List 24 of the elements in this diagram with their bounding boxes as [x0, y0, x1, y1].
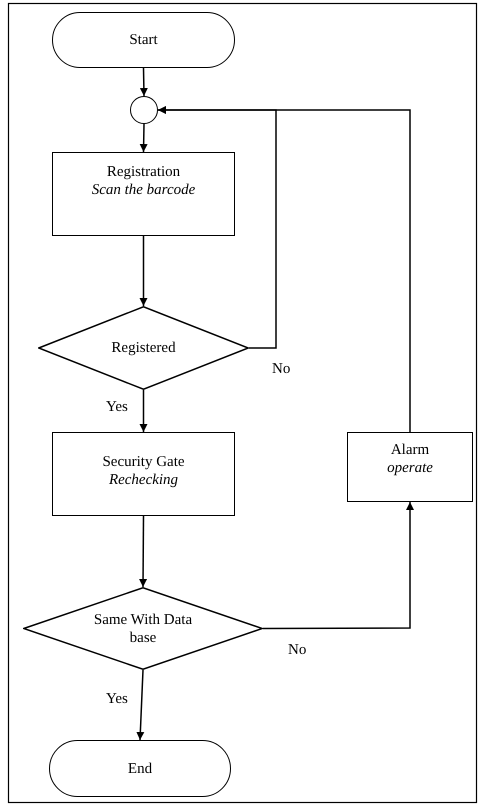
decision-diamond [38, 306, 249, 390]
node-label: Same With Data base [92, 610, 194, 646]
process-box [52, 152, 235, 236]
arrow [139, 516, 148, 587]
node-label: Alarm [390, 441, 430, 459]
node-subtext: operate [387, 459, 433, 477]
arrow [136, 670, 144, 740]
arrow [140, 390, 148, 432]
arrow [140, 68, 148, 96]
connector-circle [130, 96, 158, 124]
node-subtext: Scan the barcode [92, 181, 196, 199]
decision-diamond [23, 587, 263, 670]
process-box [52, 432, 235, 516]
node-label: Registered [111, 339, 176, 357]
arrow [140, 124, 148, 152]
node-label: Security Gate [102, 453, 185, 471]
node-label: End [128, 760, 152, 778]
arrow [263, 502, 414, 630]
arrow [158, 106, 411, 432]
node-label: Start [129, 31, 158, 49]
node-subtext: Rechecking [108, 471, 178, 489]
node-label: Registration [106, 163, 180, 181]
process-box [347, 432, 473, 502]
arrow [140, 236, 148, 306]
